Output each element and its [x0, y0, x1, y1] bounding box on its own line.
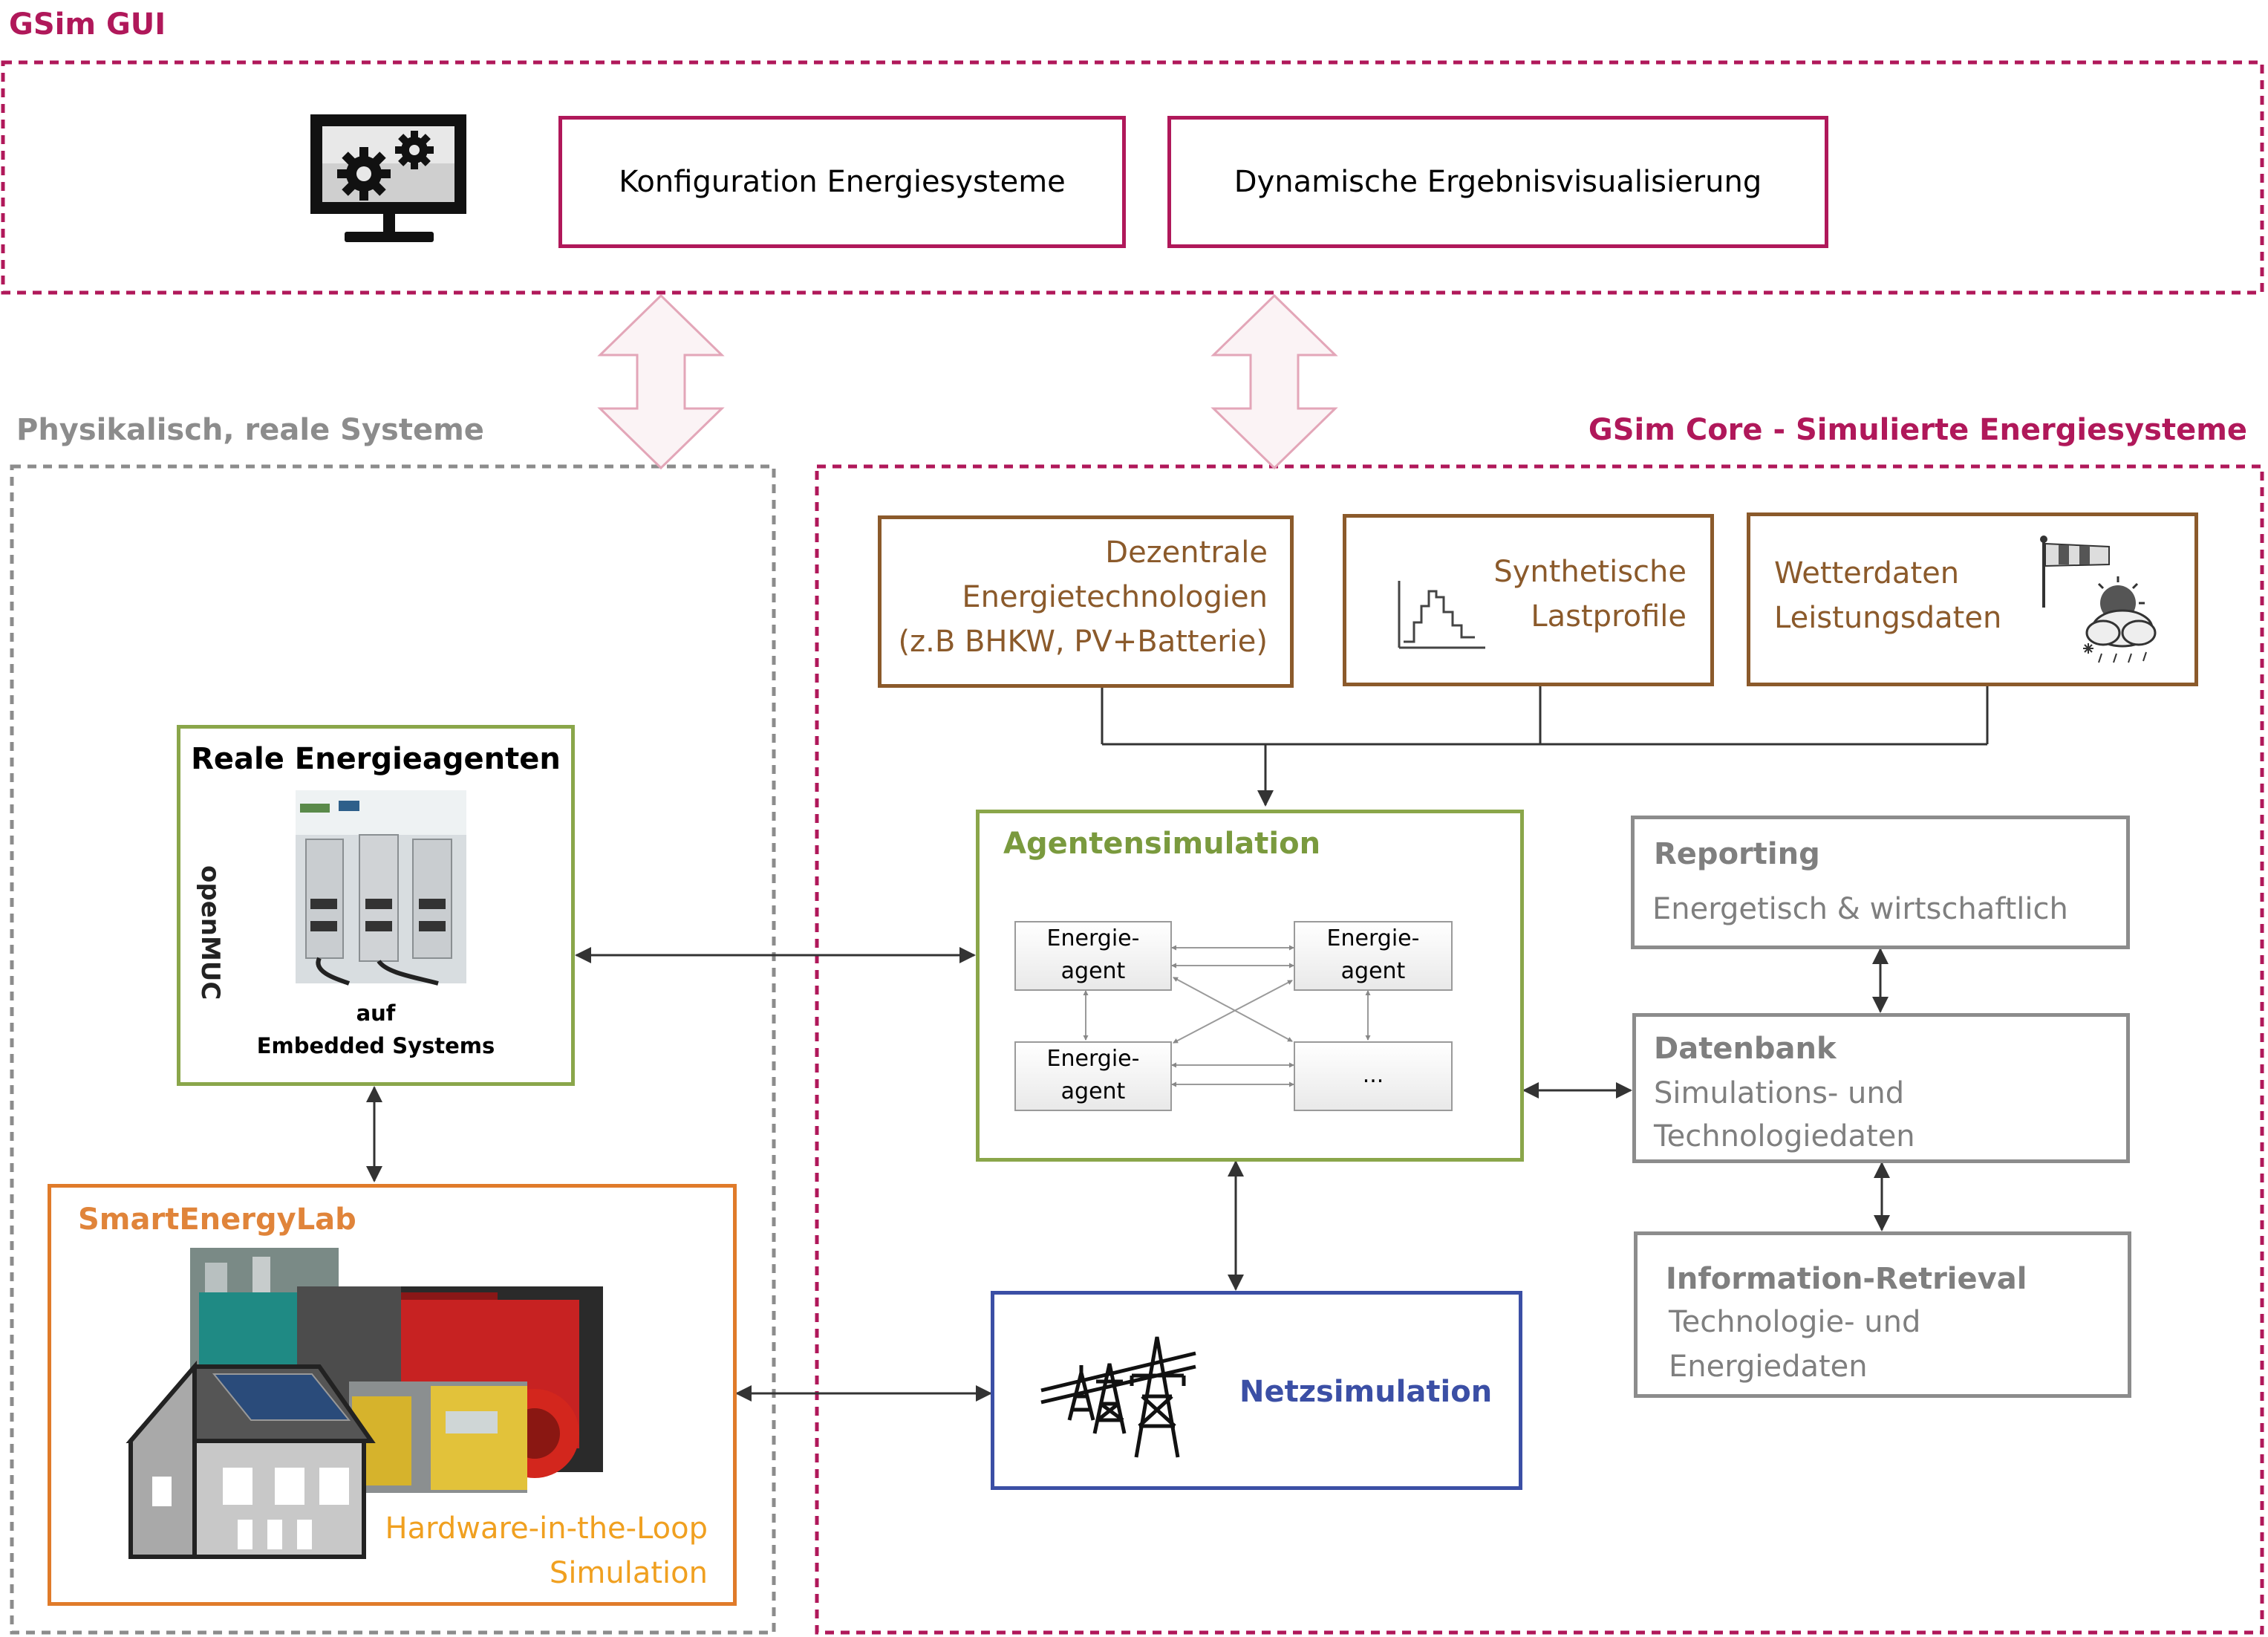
config-energy-systems-button[interactable]: Konfiguration Energiesysteme [558, 116, 1126, 248]
smartenergylab-box: SmartEnergyLab Hardware-in-the-Loop Simu… [48, 1184, 737, 1606]
gui-region-label: GSim GUI [9, 7, 166, 42]
real-energy-agents-box: Reale Energieagenten openMUC auf Embedde… [177, 725, 575, 1086]
gui-core-double-arrow [1210, 293, 1338, 470]
synthetic-loadprofiles-line1: Synthetische [1493, 555, 1687, 589]
core-region-label: GSim Core - Simulierte Energiesysteme [1588, 413, 2247, 447]
weather-power-data-box: Wetterdaten Leistungsdaten [1747, 512, 2198, 686]
agent-cell-top-right: Energie- agent [1294, 921, 1453, 991]
agent-mesh-connectors [1083, 945, 1371, 1087]
information-retrieval-title: Information-Retrieval [1666, 1262, 2027, 1296]
weather-icon [2040, 536, 2157, 663]
decentral-technologies-line1: Dezentrale [1105, 536, 1268, 570]
smartenergylab-photo-collage [190, 1248, 603, 1493]
database-title: Datenbank [1654, 1032, 1837, 1066]
physical-region-border [10, 464, 776, 1635]
agent-simulation-title: Agentensimulation [1003, 827, 1321, 861]
real-energy-agents-title: Reale Energieagenten [191, 742, 561, 776]
reporting-box: Reporting Energetisch & wirtschaftlich [1631, 816, 2130, 949]
decentral-technologies-box: Dezentrale Energietechnologien (z.B BHKW… [878, 515, 1294, 688]
dynamic-visualization-label: Dynamische Ergebnisvisualisierung [1234, 165, 1762, 199]
hil-caption-line2: Simulation [549, 1556, 708, 1590]
grid-simulation-title: Netzsimulation [1239, 1375, 1493, 1409]
reporting-text: Energetisch & wirtschaftlich [1652, 892, 2068, 926]
agent-cell-bottom-left: Energie- agent [1014, 1041, 1172, 1111]
decentral-technologies-line2: Energietechnologien [962, 580, 1268, 614]
database-line1: Simulations- und [1654, 1076, 1905, 1110]
grid-simulation-box: Netzsimulation [991, 1291, 1522, 1490]
database-box: Datenbank Simulations- und Technologieda… [1632, 1013, 2130, 1163]
real-energy-agents-subtitle-line1: auf [356, 1000, 396, 1026]
core-region-border [815, 464, 2264, 1635]
house-icon [126, 1360, 376, 1559]
smartenergylab-title: SmartEnergyLab [78, 1202, 356, 1237]
agent-cell-top-left: Energie- agent [1014, 921, 1172, 991]
dynamic-visualization-button[interactable]: Dynamische Ergebnisvisualisierung [1167, 116, 1828, 248]
physical-region-label: Physikalisch, reale Systeme [16, 413, 484, 447]
agent-cell-bottom-right: ... [1294, 1041, 1453, 1111]
information-retrieval-box: Information-Retrieval Technologie- und E… [1634, 1231, 2131, 1398]
load-profile-chart-icon [1398, 581, 1485, 649]
weather-data-line1: Wetterdaten [1774, 556, 1960, 590]
monitor-gears-icon [310, 114, 466, 242]
database-line2: Technologiedaten [1654, 1119, 1915, 1153]
config-energy-systems-label: Konfiguration Energiesysteme [619, 165, 1066, 199]
sources-merge-connector [1101, 686, 1989, 807]
gui-region-border [1, 60, 2264, 295]
agent-simulation-box: Agentensimulation [976, 810, 1524, 1162]
gui-physical-double-arrow [597, 293, 725, 470]
reporting-title: Reporting [1654, 837, 1820, 871]
openmuc-logo: openMUC [195, 865, 225, 1000]
power-pylons-icon [1040, 1336, 1196, 1458]
synthetic-loadprofiles-box: Synthetische Lastprofile [1343, 514, 1714, 686]
decentral-technologies-line3: (z.B BHKW, PV+Batterie) [898, 625, 1268, 659]
weather-data-line2: Leistungsdaten [1774, 601, 2002, 635]
information-retrieval-line1: Technologie- und [1669, 1305, 1921, 1339]
hil-caption-line1: Hardware-in-the-Loop [385, 1511, 708, 1546]
synthetic-loadprofiles-line2: Lastprofile [1531, 599, 1687, 634]
information-retrieval-line2: Energiedaten [1669, 1350, 1868, 1384]
embedded-systems-photo [296, 790, 466, 986]
real-energy-agents-subtitle-line2: Embedded Systems [256, 1033, 495, 1058]
